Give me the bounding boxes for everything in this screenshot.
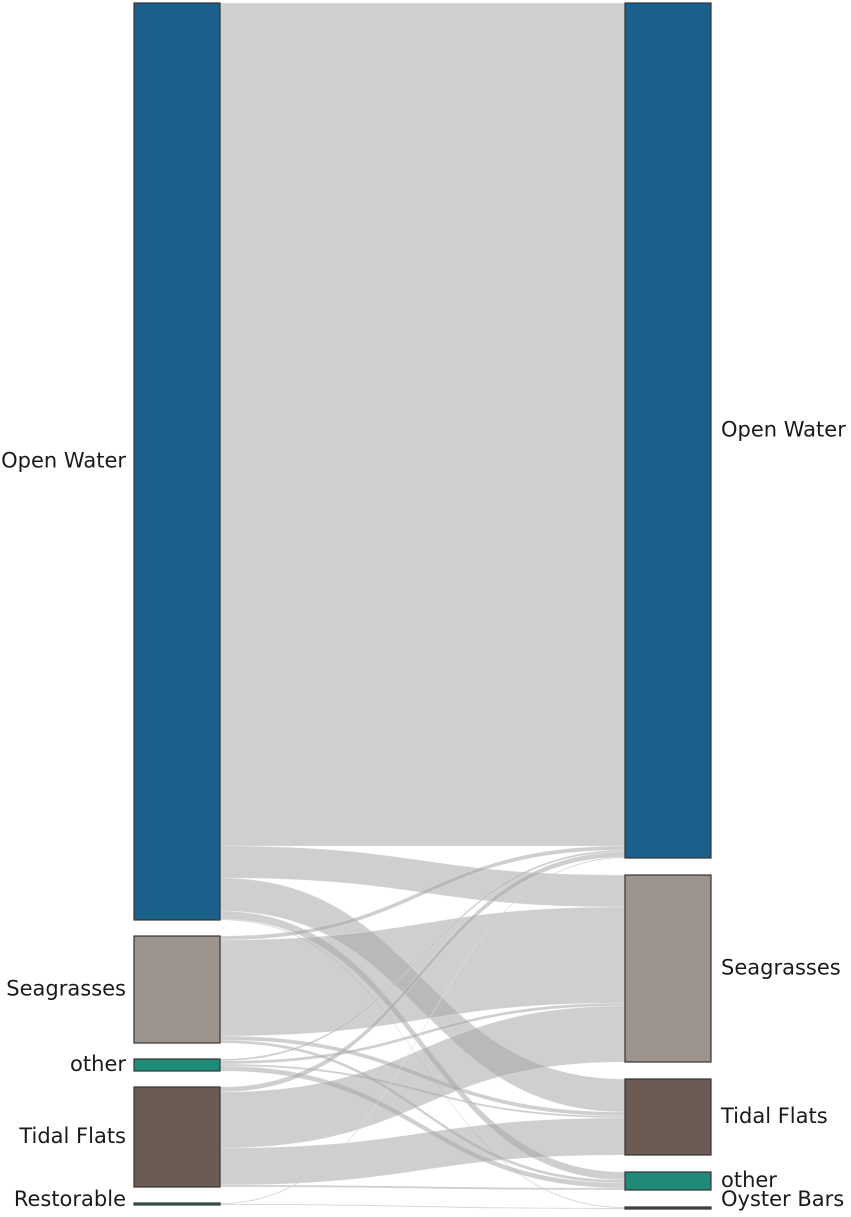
sankey-label-R_oy: Oyster Bars (721, 1187, 844, 1211)
sankey-nodes (133, 2, 712, 1210)
sankey-link-L_tf-R_ot (219, 1184, 626, 1191)
sankey-label-L_re: Restorable (14, 1187, 126, 1211)
sankey-link-L_re-R_oy (219, 1203, 626, 1210)
sankey-label-R_sg: Seagrasses (721, 956, 841, 980)
sankey-label-R_ow: Open Water (721, 418, 846, 442)
sankey-node-R_ow (624, 2, 712, 859)
sankey-label-L_ot: other (70, 1052, 126, 1076)
sankey-node-R_tf (624, 1078, 712, 1156)
sankey-links (219, 2, 626, 1210)
sankey-node-L_ow (133, 2, 221, 921)
sankey-label-R_tf: Tidal Flats (720, 1104, 828, 1128)
sankey-node-L_tf (133, 1086, 221, 1188)
sankey-node-L_sg (133, 935, 221, 1044)
sankey-node-R_ot (624, 1171, 712, 1191)
sankey-node-R_sg (624, 874, 712, 1063)
sankey-label-L_tf: Tidal Flats (18, 1124, 126, 1148)
sankey-label-R_ot: other (721, 1168, 777, 1192)
sankey-node-R_oy (624, 1206, 712, 1210)
sankey-link-L_ow-R_ow (219, 2, 626, 847)
sankey-node-L_re (133, 1202, 221, 1206)
sankey-node-L_ot (133, 1058, 221, 1072)
sankey-label-L_sg: Seagrasses (6, 977, 126, 1001)
sankey-label-L_ow: Open Water (1, 449, 126, 473)
